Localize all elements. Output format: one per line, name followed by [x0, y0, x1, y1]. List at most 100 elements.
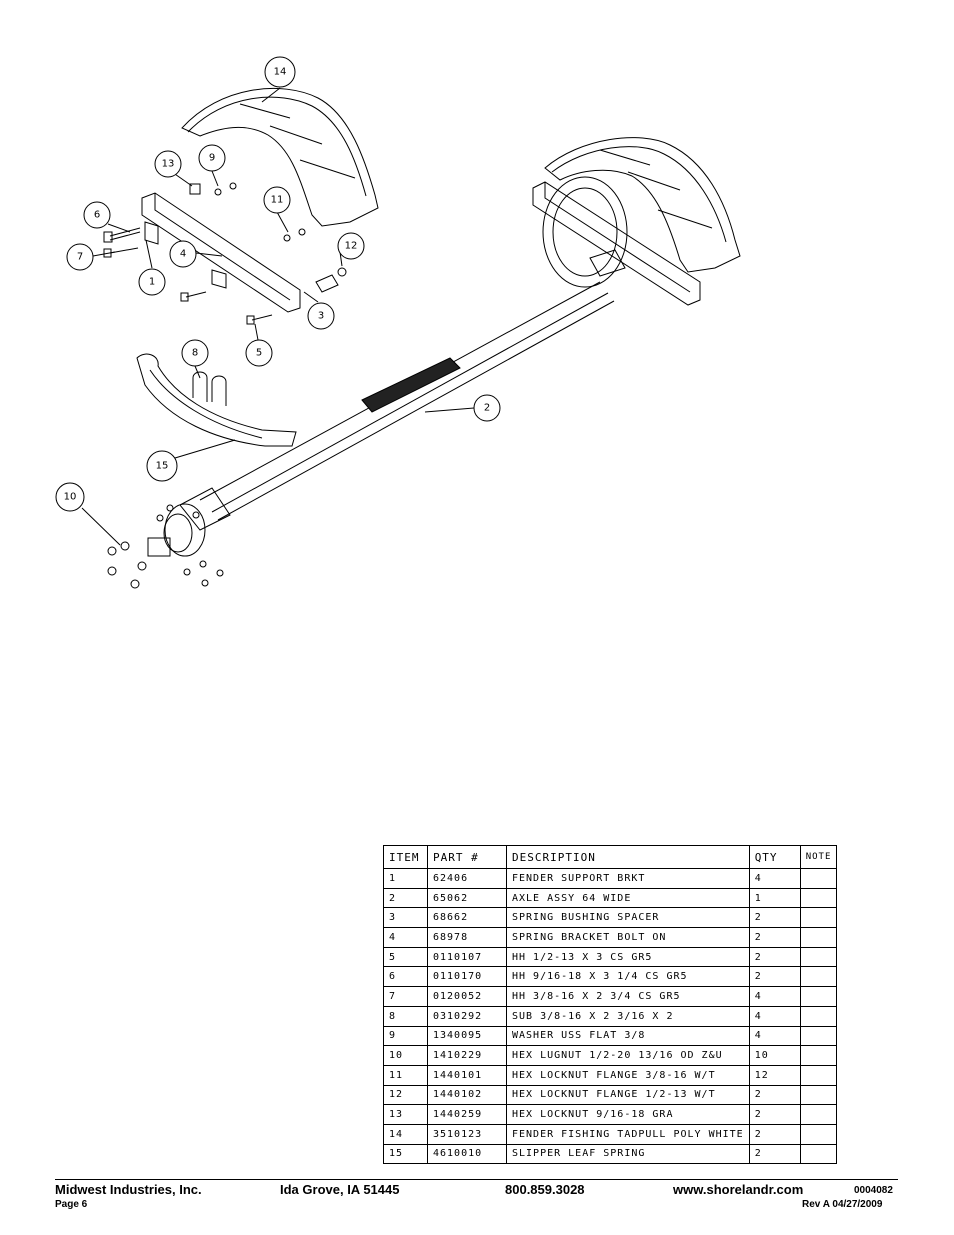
right-fender	[542, 137, 741, 288]
callout-9: 9	[209, 153, 215, 164]
right-bracket	[532, 181, 701, 306]
callout-11: 11	[271, 195, 284, 206]
cell-description: HEX LOCKNUT FLANGE 3/8-16 W/T	[506, 1064, 750, 1086]
footer-phone: 800.859.3028	[505, 1182, 585, 1197]
cell-description: SPRING BUSHING SPACER	[506, 907, 750, 929]
cell-part: 1440102	[427, 1084, 507, 1106]
callout-7-circle	[66, 243, 94, 271]
header-note: NOTE	[799, 845, 838, 869]
cell-note	[799, 927, 838, 948]
callout-7: 7	[77, 252, 83, 263]
callout-1-circle	[138, 268, 166, 296]
callout-8: 8	[192, 348, 198, 359]
callout-15: 15	[156, 461, 169, 472]
cell-qty: 4	[748, 986, 801, 1007]
cell-part: 1440101	[427, 1064, 507, 1086]
cell-note	[799, 1064, 838, 1086]
footer-revision: Rev A 04/27/2009	[802, 1199, 883, 1210]
cell-qty: 12	[748, 1064, 801, 1086]
cell-description: FENDER FISHING TADPULL POLY WHITE	[506, 1123, 750, 1145]
cell-part: 68662	[427, 907, 507, 929]
cell-description: HEX LOCKNUT FLANGE 1/2-13 W/T	[506, 1084, 750, 1106]
cell-note	[799, 946, 838, 968]
callout-6: 6	[94, 210, 100, 221]
callout-11-circle	[263, 186, 291, 214]
u-bolts	[192, 371, 227, 406]
cell-part: 0110107	[427, 946, 507, 968]
footer-divider	[55, 1179, 898, 1180]
callout-8-circle	[181, 339, 209, 367]
footer-website: www.shorelandr.com	[673, 1182, 804, 1197]
callout-12-circle	[337, 232, 365, 260]
cell-item: 4	[383, 927, 428, 948]
spring-bracket	[141, 192, 301, 313]
callout-6-circle	[83, 201, 111, 229]
callout-10: 10	[64, 492, 77, 503]
cell-part: 0110170	[427, 966, 507, 988]
cell-item: 15	[383, 1143, 428, 1165]
cell-note	[799, 986, 838, 1007]
cell-qty: 2	[748, 907, 801, 929]
header-item: ITEM	[383, 845, 428, 869]
cell-part: 62406	[427, 868, 507, 889]
cell-note	[799, 1123, 838, 1145]
callout-10-circle	[55, 482, 85, 512]
cell-description: HH 9/16-18 X 3 1/4 CS GR5	[506, 966, 750, 988]
cell-qty: 4	[748, 1025, 801, 1047]
callout-14-circle	[264, 56, 296, 88]
callout-3-circle	[307, 302, 335, 330]
cell-item: 7	[383, 986, 428, 1007]
cell-description: SLIPPER LEAF SPRING	[506, 1143, 750, 1165]
hub	[147, 503, 206, 557]
cell-qty: 2	[748, 1084, 801, 1106]
callout-2-circle	[473, 394, 501, 422]
cell-note	[799, 966, 838, 988]
parts-table-header-row: ITEM PART # DESCRIPTION QTY NOTE	[383, 845, 838, 869]
header-description: DESCRIPTION	[506, 845, 750, 869]
callout-9-circle	[198, 144, 226, 172]
footer-page-number: Page 6	[55, 1199, 88, 1210]
cell-description: SPRING BRACKET BOLT ON	[506, 927, 750, 948]
cell-item: 6	[383, 966, 428, 988]
footer-doc-number: 0004082	[854, 1185, 893, 1196]
exploded-parts-diagram: 14 13 9 6 11 12 7 4 1 3 5 8 2 15 10	[55, 56, 741, 589]
cell-qty: 2	[748, 966, 801, 988]
left-fender	[181, 88, 379, 227]
cell-note	[799, 1025, 838, 1047]
cell-description: SUB 3/8-16 X 2 3/16 X 2	[506, 1005, 750, 1027]
cell-qty: 4	[748, 868, 801, 889]
cell-note	[799, 1084, 838, 1106]
cell-part: 1340095	[427, 1025, 507, 1047]
cell-item: 2	[383, 887, 428, 909]
cell-description: FENDER SUPPORT BRKT	[506, 868, 750, 889]
cell-note	[799, 1104, 838, 1125]
cell-item: 13	[383, 1104, 428, 1125]
cell-qty: 2	[748, 946, 801, 968]
cell-part: 65062	[427, 887, 507, 909]
header-qty: QTY	[748, 845, 801, 869]
cell-note	[799, 887, 838, 909]
cell-part: 3510123	[427, 1123, 507, 1145]
cell-part: 0120052	[427, 986, 507, 1007]
cell-item: 8	[383, 1005, 428, 1027]
cell-note	[799, 1005, 838, 1027]
callout-5: 5	[256, 348, 262, 359]
leaf-spring	[136, 353, 297, 447]
cell-part: 4610010	[427, 1143, 507, 1165]
cell-part: 68978	[427, 927, 507, 948]
callout-4: 4	[180, 249, 186, 260]
cell-description: WASHER USS FLAT 3/8	[506, 1025, 750, 1047]
cell-note	[799, 1143, 838, 1165]
callout-2: 2	[484, 403, 490, 414]
bolts	[103, 182, 347, 325]
cell-description: HEX LUGNUT 1/2-20 13/16 OD Z&U	[506, 1045, 750, 1066]
cell-qty: 4	[748, 1005, 801, 1027]
callout-15-circle	[146, 450, 178, 482]
